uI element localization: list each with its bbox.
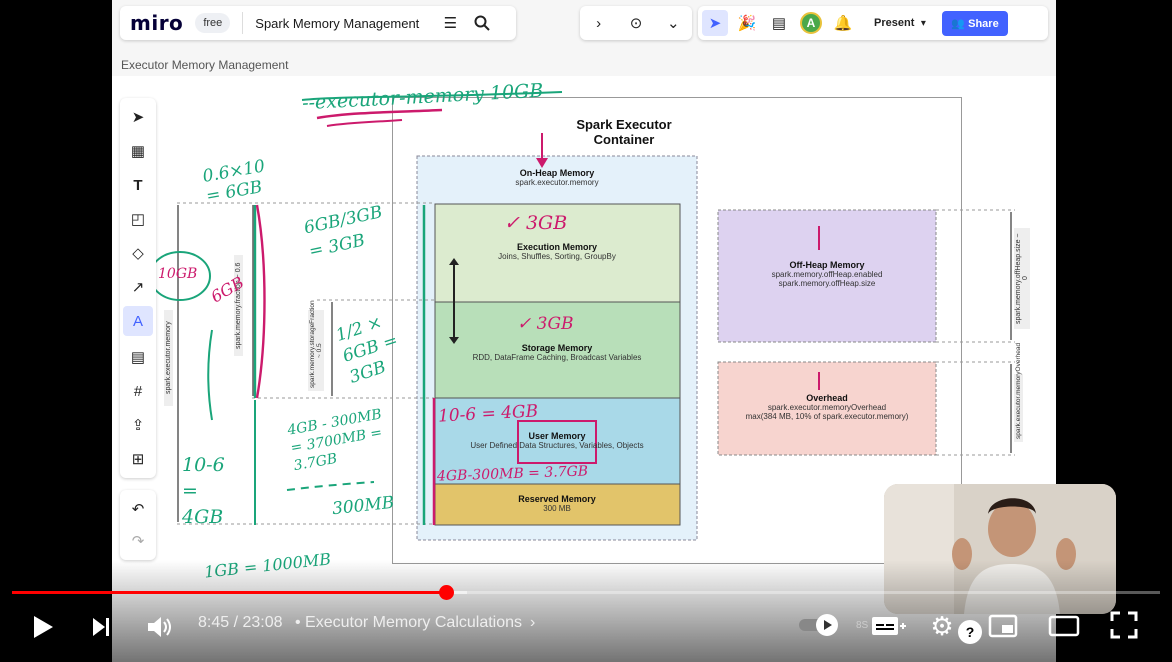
comment-tool-icon[interactable]: ▤ bbox=[130, 349, 146, 366]
overhead-sub2: max(384 MB, 10% of spark.executor.memory… bbox=[745, 412, 909, 421]
present-button[interactable]: Present bbox=[874, 17, 915, 29]
divider bbox=[242, 12, 244, 34]
label-storage-fraction: spark.memory.storageFraction ~ 0.5 bbox=[308, 300, 324, 391]
comments-icon[interactable]: ▤ bbox=[771, 15, 787, 32]
help-icon[interactable]: ? bbox=[958, 620, 982, 644]
storage-box: Storage Memory RDD, DataFrame Caching, B… bbox=[447, 343, 667, 362]
search-icon[interactable] bbox=[469, 10, 495, 36]
board-title[interactable]: Spark Memory Management bbox=[255, 15, 420, 31]
execution-sub: Joins, Shuffles, Sorting, GroupBy bbox=[498, 252, 616, 261]
frame-tool-icon[interactable]: # bbox=[133, 382, 143, 400]
volume-icon[interactable] bbox=[143, 610, 177, 644]
annotation-exec-3gb: ✓ 3GB bbox=[504, 212, 568, 234]
celebrate-icon[interactable]: 🎉 bbox=[737, 15, 757, 32]
reserved-title: Reserved Memory bbox=[518, 494, 596, 504]
reserved-box: Reserved Memory 300 MB bbox=[457, 494, 657, 513]
chevron-right-icon[interactable]: › bbox=[596, 14, 602, 32]
collapse-icon[interactable]: ⌄ bbox=[667, 15, 680, 32]
storage-title: Storage Memory bbox=[521, 343, 593, 353]
collab-bar: ➤ 🎉 ▤ A 🔔 Present ▾ 👥 Share bbox=[698, 6, 1048, 40]
annotation-storage-3gb: ✓ 3GB bbox=[517, 314, 574, 334]
chapter-title[interactable]: • Executor Memory Calculations › bbox=[295, 614, 535, 632]
progress-played bbox=[12, 591, 446, 594]
diagram-svg bbox=[149, 91, 1015, 541]
chevron-down-icon[interactable]: ▾ bbox=[920, 17, 926, 29]
miro-logo: miro bbox=[130, 11, 184, 35]
theater-mode-icon[interactable] bbox=[1046, 610, 1082, 642]
off-heap-title: Off-Heap Memory bbox=[789, 260, 865, 270]
add-more-icon[interactable]: ⊞ bbox=[131, 451, 145, 468]
user-sub: User Defined Data Structures, Variables,… bbox=[470, 441, 644, 450]
label-overhead: spark.executor.memoryOverhead bbox=[1014, 343, 1023, 442]
next-icon[interactable] bbox=[84, 610, 118, 644]
share-label: Share bbox=[968, 17, 999, 30]
overhead-title: Overhead bbox=[806, 393, 848, 403]
autoplay-toggle[interactable] bbox=[796, 612, 842, 638]
storage-sub: RDD, DataFrame Caching, Broadcast Variab… bbox=[472, 353, 642, 362]
board-header: miro free Spark Memory Management ☰ bbox=[120, 6, 516, 40]
annotation-10gb-circle: 10GB bbox=[158, 266, 198, 282]
select-tool-icon[interactable]: ➤ bbox=[131, 109, 145, 126]
cursor-mode-icon[interactable]: ➤ bbox=[702, 10, 728, 36]
annotation-10-6: 10-6 = 4GB bbox=[182, 454, 225, 528]
overhead-sub1: spark.executor.memoryOverhead bbox=[767, 403, 887, 412]
bell-icon[interactable]: 🔔 bbox=[833, 15, 853, 32]
label-offheap-size: spark.memory.offHeap.size ~ 0 bbox=[1014, 228, 1030, 329]
fullscreen-icon[interactable] bbox=[1106, 608, 1142, 642]
quality-badge: 8S bbox=[856, 620, 869, 631]
overhead-box: Overhead spark.executor.memoryOverhead m… bbox=[727, 393, 927, 421]
frame-label: Executor Memory Management bbox=[121, 58, 289, 72]
upload-icon[interactable]: ⇪ bbox=[131, 417, 145, 434]
off-heap-sub1: spark.memory.offHeap.enabled bbox=[771, 270, 883, 279]
templates-icon[interactable]: ▦ bbox=[130, 143, 146, 160]
reserved-sub: 300 MB bbox=[543, 504, 571, 513]
plan-badge[interactable]: free bbox=[195, 13, 231, 33]
progress-scrubber[interactable] bbox=[438, 585, 454, 600]
miro-board: miro free Spark Memory Management ☰ › ⊙ … bbox=[112, 0, 1056, 662]
user-box: User Memory User Defined Data Structures… bbox=[447, 431, 667, 450]
chevron-right-icon: › bbox=[530, 614, 536, 631]
text-tool-icon[interactable]: T bbox=[133, 176, 143, 194]
redo-icon[interactable]: ↷ bbox=[131, 533, 145, 550]
undo-redo-toolbar: ↶ ↷ bbox=[120, 490, 156, 560]
label-memory-fraction: spark.memory.fraction ~ 0.6 bbox=[234, 255, 243, 356]
shapes-icon[interactable]: ◇ bbox=[132, 245, 144, 262]
menu-icon[interactable]: ☰ bbox=[443, 15, 458, 32]
settings-gear-icon[interactable]: ⚙ bbox=[930, 610, 954, 641]
time-display: 8:45 / 23:08 bbox=[198, 614, 283, 631]
execution-title: Execution Memory bbox=[516, 242, 598, 252]
off-heap-box: Off-Heap Memory spark.memory.offHeap.ena… bbox=[727, 260, 927, 288]
arrow-tool-icon[interactable]: ↗ bbox=[131, 279, 145, 296]
left-toolbar: ➤ ▦ T ◰ ◇ ↗ A ▤ # ⇪ ⊞ bbox=[120, 98, 156, 478]
focus-icon[interactable]: ⊙ bbox=[629, 15, 643, 32]
play-icon[interactable] bbox=[26, 610, 60, 644]
on-heap-title: On-Heap Memory bbox=[519, 168, 595, 178]
subtitles-icon[interactable] bbox=[868, 612, 910, 640]
container-title: Spark Executor Container bbox=[576, 117, 672, 147]
user-title: User Memory bbox=[528, 431, 586, 441]
pen-tool-icon[interactable]: A bbox=[123, 306, 153, 336]
progress-track[interactable] bbox=[12, 591, 1160, 594]
off-heap-sub2: spark.memory.offHeap.size bbox=[778, 279, 876, 288]
view-controls: › ⊙ ⌄ bbox=[580, 6, 692, 40]
share-button[interactable]: 👥 Share bbox=[942, 10, 1008, 36]
sticky-note-icon[interactable]: ◰ bbox=[130, 211, 146, 228]
undo-icon[interactable]: ↶ bbox=[131, 501, 145, 518]
avatar[interactable]: A bbox=[800, 12, 822, 34]
controls-gradient bbox=[0, 560, 1172, 662]
miniplayer-icon[interactable] bbox=[986, 610, 1022, 642]
label-executor-memory: spark.executor.memory bbox=[164, 310, 173, 406]
chapter-text: • Executor Memory Calculations bbox=[295, 614, 523, 631]
execution-box: Execution Memory Joins, Shuffles, Sortin… bbox=[457, 242, 657, 261]
on-heap-box: On-Heap Memory spark.executor.memory bbox=[477, 168, 637, 187]
on-heap-sub: spark.executor.memory bbox=[515, 178, 599, 187]
